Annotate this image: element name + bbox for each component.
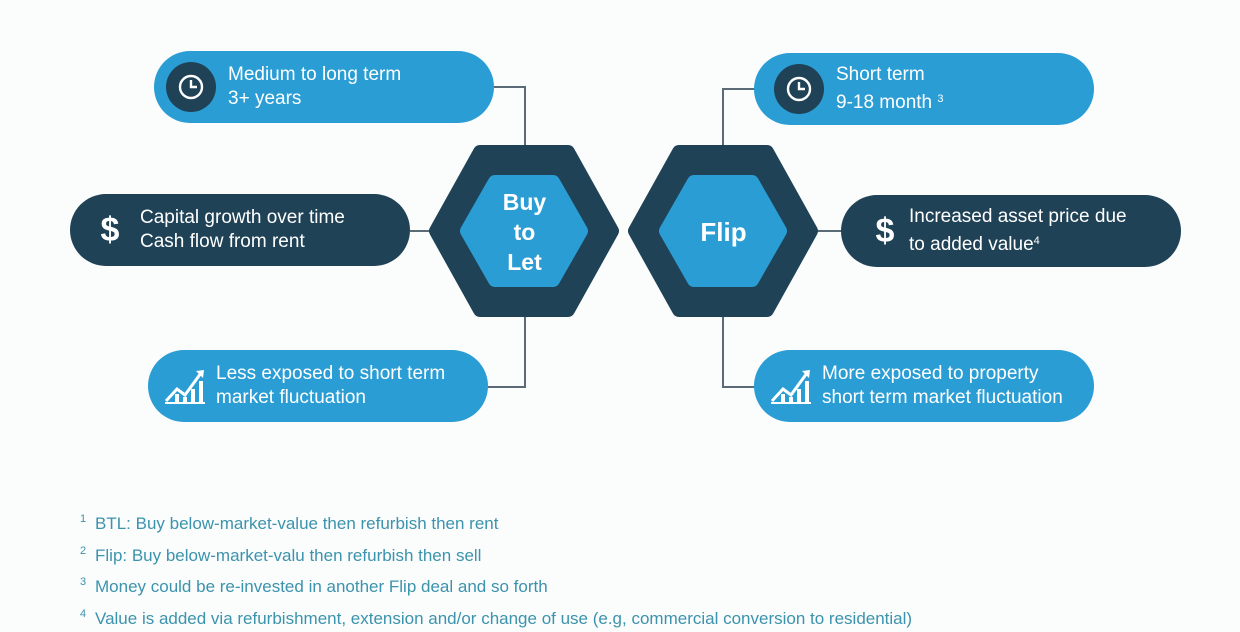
footnote-number: 4 — [80, 601, 95, 628]
title-line: to — [514, 217, 536, 247]
title-line: Let — [507, 247, 542, 277]
term-line: 3+ years — [228, 87, 401, 111]
returns-line: Cash flow from rent — [140, 230, 345, 254]
returns-line: Increased asset price due — [909, 205, 1127, 229]
risk-line: More exposed to property — [822, 362, 1063, 386]
returns-text: to added value — [909, 234, 1034, 255]
connector — [524, 86, 526, 152]
title-line: Buy — [503, 187, 546, 217]
clock-icon — [166, 62, 216, 112]
footnote-number: 3 — [80, 569, 95, 596]
returns-line: Capital growth over time — [140, 206, 345, 230]
footnote-number: 1 — [80, 506, 95, 533]
connector — [722, 309, 724, 388]
connector — [494, 86, 525, 88]
dollar-icon: $ — [865, 219, 905, 243]
growth-chart-icon — [160, 367, 210, 405]
flip-title: Flip — [665, 182, 782, 282]
connector — [722, 88, 724, 152]
risk-line: market fluctuation — [216, 386, 445, 410]
term-line: Medium to long term — [228, 63, 401, 87]
buy-to-let-title: Buy to Let — [466, 182, 583, 282]
footnote-text: Value is added via refurbishment, extens… — [95, 609, 912, 628]
footnote-ref: 3 — [937, 93, 943, 105]
returns-line: to added value4 — [909, 229, 1127, 257]
risk-line: short term market fluctuation — [822, 386, 1063, 410]
footnote-text: Money could be re-invested in another Fl… — [95, 577, 548, 596]
term-line: Short term — [836, 63, 944, 87]
connector — [722, 386, 756, 388]
footnote-text: BTL: Buy below-market-value then refurbi… — [95, 514, 498, 533]
term-line: 9-18 month 3 — [836, 87, 944, 115]
connector — [723, 88, 756, 90]
growth-chart-icon — [766, 367, 816, 405]
risk-line: Less exposed to short term — [216, 362, 445, 386]
term-text: 9-18 month — [836, 92, 932, 113]
footnote-number: 2 — [80, 538, 95, 565]
clock-icon — [774, 64, 824, 114]
connector — [524, 309, 526, 388]
connector — [488, 386, 525, 388]
dollar-icon: $ — [90, 218, 130, 242]
footnote-text: Flip: Buy below-market-valu then refurbi… — [95, 546, 481, 565]
footnote-ref: 4 — [1034, 235, 1040, 247]
